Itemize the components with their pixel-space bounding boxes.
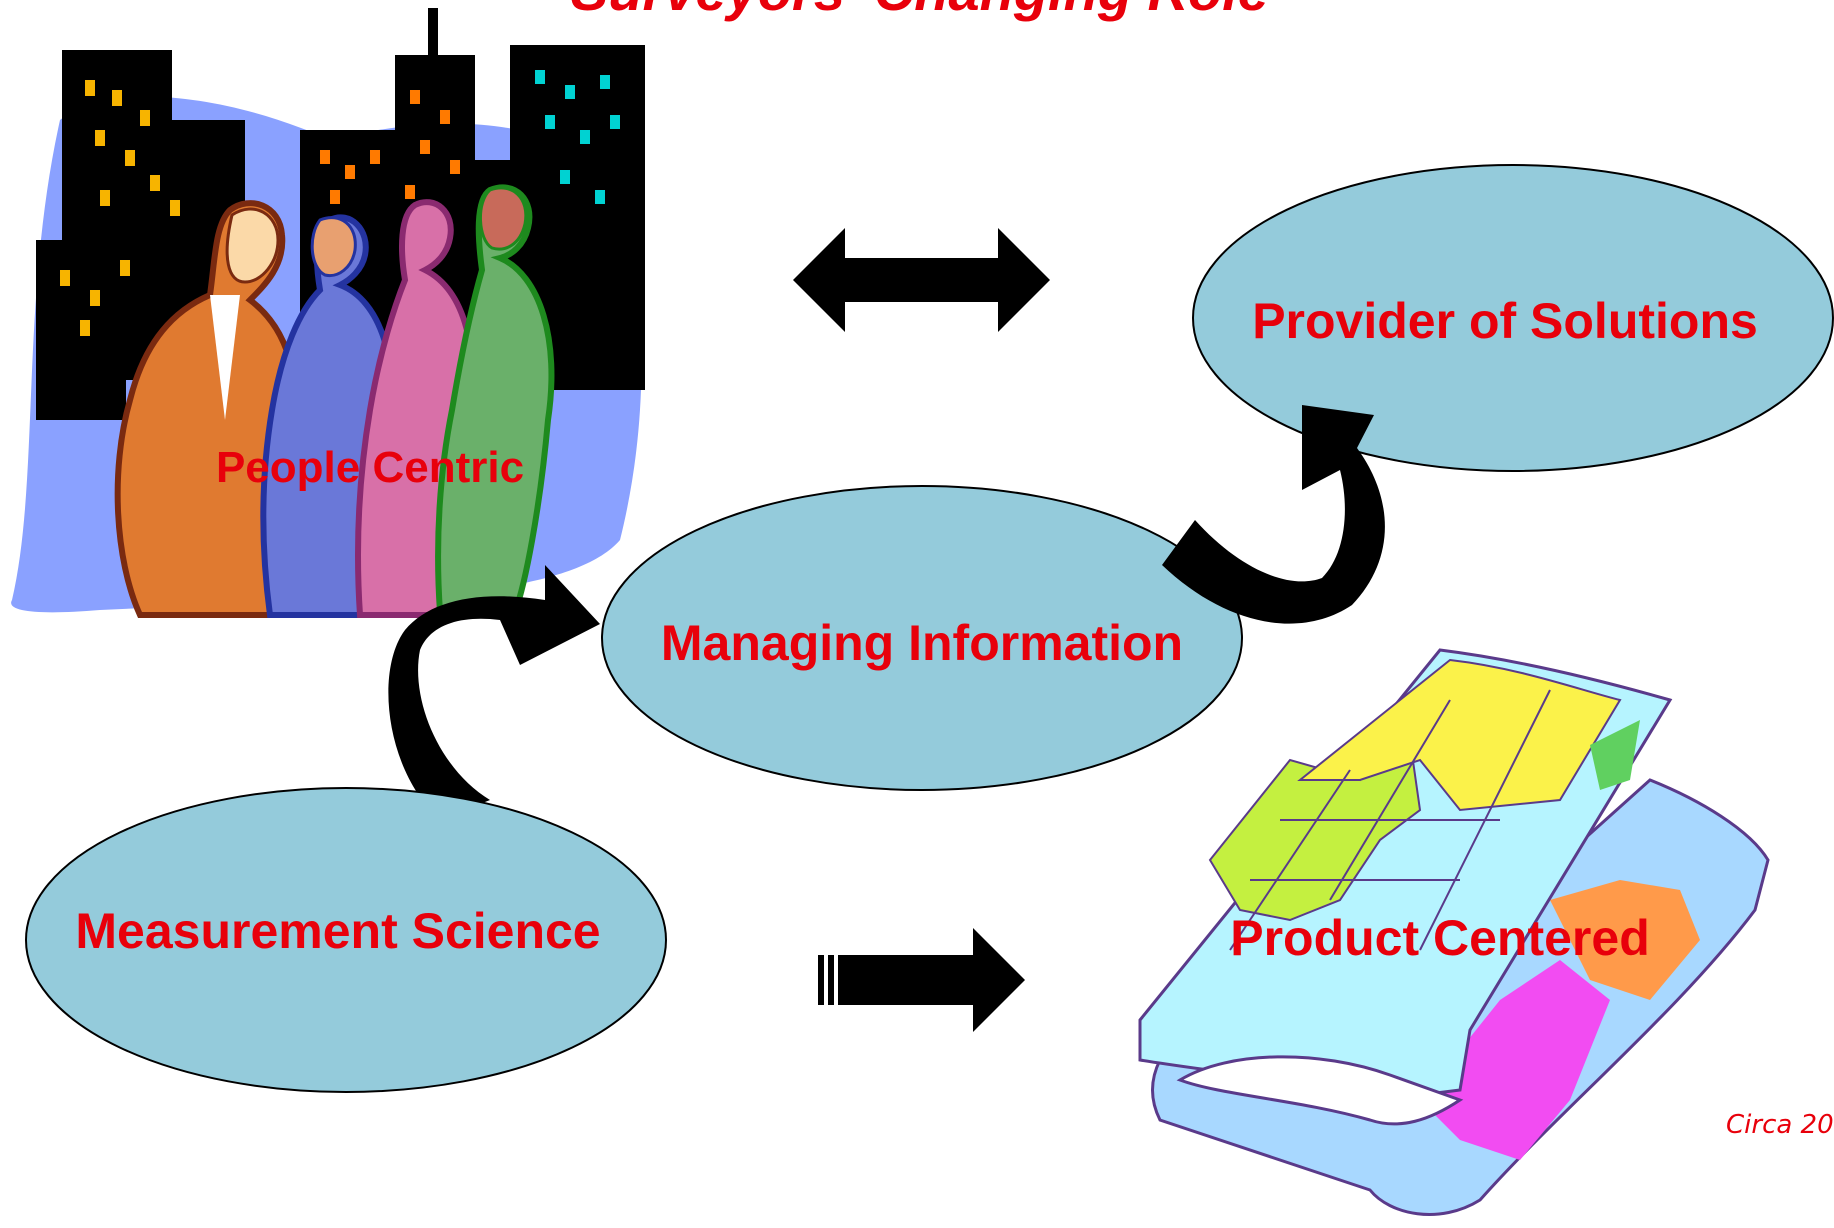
provider-of-solutions-node [1192,164,1834,472]
people-city-icon [11,8,645,618]
managing-information-node [601,485,1243,791]
measurement-science-label: Measurement Science [75,903,600,959]
circa-footnote: Circa 20 [1726,1110,1834,1140]
folded-map-icon [1138,648,1770,1216]
provider-of-solutions-label: Provider of Solutions [1252,293,1758,349]
curved-arrow-up-left-icon [388,565,600,820]
people-centric-label: People Centric [216,443,524,492]
striped-arrow-icon [818,928,1025,1032]
managing-information-label: Managing Information [661,615,1183,671]
diagram-title: Surveyors' Changing Role [571,0,1269,22]
measurement-science-node [25,787,667,1093]
double-arrow-icon [793,228,1050,332]
product-centered-label: Product Centered [1230,910,1650,966]
curved-arrow-up-right-icon [1162,405,1385,624]
